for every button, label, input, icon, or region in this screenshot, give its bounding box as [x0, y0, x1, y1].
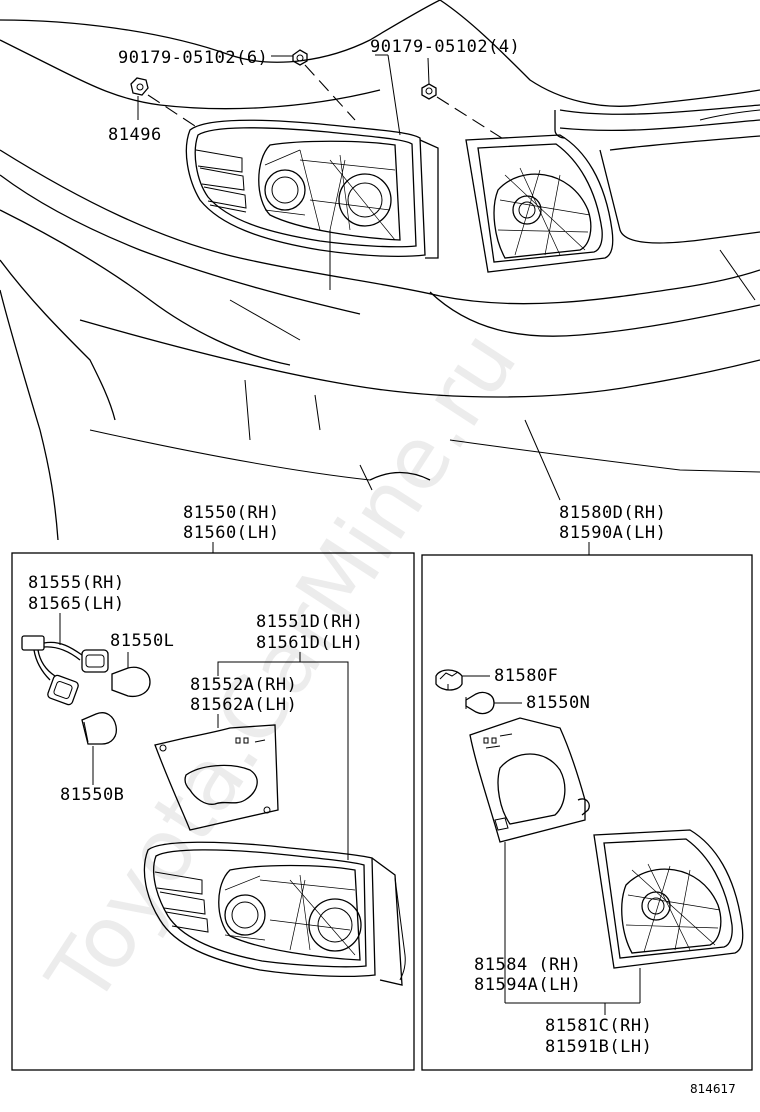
gasket-label-rh: 81552A(RH) — [190, 675, 297, 695]
socket-harness-icon — [21, 635, 109, 706]
inner-assembly-label-rh: 81580D(RH) — [559, 503, 666, 523]
bulb-b-label: 81550B — [60, 785, 124, 805]
outer-lamp-lens-icon — [143, 841, 406, 986]
outer-assembly-box — [11, 552, 415, 1071]
lens-label-rh: 81551D(RH) — [256, 612, 363, 632]
nut-icon-rh — [421, 83, 437, 100]
inner-bulb-label: 81550N — [526, 693, 590, 713]
inner-socket-icon — [435, 669, 463, 691]
figure-number: 814617 — [690, 1082, 736, 1096]
inner-bulb-icon — [465, 691, 495, 715]
socket-label-rh: 81555(RH) — [28, 573, 125, 593]
clip-label: 81496 — [108, 125, 162, 145]
clip-icon — [130, 77, 149, 96]
socket-label-lh: 81565(LH) — [28, 594, 125, 614]
inner-socket-label: 81580F — [494, 666, 558, 686]
vehicle-rear-body — [0, 0, 760, 541]
bolt-label-lh: 90179-05102(6) — [118, 48, 268, 68]
outer-assembly-label-lh: 81560(LH) — [183, 523, 280, 543]
inner-assembly-label-lh: 81590A(LH) — [559, 523, 666, 543]
outer-assembly-label-rh: 81550(RH) — [183, 503, 280, 523]
outer-gasket-icon — [154, 724, 279, 831]
inner-gasket-label-rh: 81584 (RH) — [474, 955, 581, 975]
installed-inner-lamp — [465, 134, 614, 273]
gasket-label-lh: 81562A(LH) — [190, 695, 297, 715]
inner-gasket-icon — [469, 717, 590, 843]
bulb-b-icon — [81, 712, 118, 745]
inner-assembly-box — [421, 554, 753, 1071]
installed-outer-lamp — [185, 119, 439, 259]
bulb-l-label: 81550L — [110, 631, 174, 651]
inner-lens-label-lh: 81591B(LH) — [545, 1037, 652, 1057]
bolt-label-rh: 90179-05102(4) — [370, 37, 520, 57]
bulb-l-icon — [111, 666, 151, 698]
inner-lens-label-rh: 81581C(RH) — [545, 1016, 652, 1036]
inner-gasket-label-lh: 81594A(LH) — [474, 975, 581, 995]
inner-lamp-lens-icon — [593, 829, 744, 969]
lens-label-lh: 81561D(LH) — [256, 633, 363, 653]
nut-icon-lh — [292, 49, 308, 66]
watermark-text: Toyota.CarMine.ru — [28, 314, 536, 1022]
